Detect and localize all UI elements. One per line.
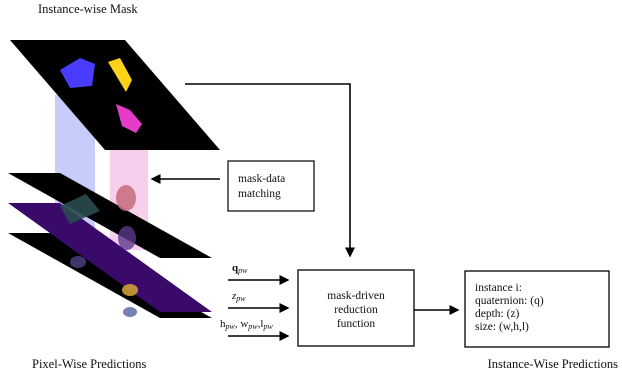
mask-region-blue (60, 58, 95, 88)
mask-data-matching-box (227, 160, 315, 212)
reduction-function-box (297, 269, 415, 347)
instance-output-box (464, 270, 610, 348)
output-line-depth: depth: (z) (475, 308, 520, 320)
reduction-line2: reduction (334, 304, 378, 316)
instance-wise-caption: Instance-Wise Predictions (488, 357, 618, 371)
output-line-instance: instance i: (475, 282, 522, 294)
prediction-blob-navy (123, 307, 137, 317)
mask-region-yellow (108, 58, 132, 92)
prediction-blob-teal (60, 194, 100, 224)
prediction-blob-pink (116, 185, 136, 211)
mask-region-magenta (116, 104, 142, 133)
hwl-input-label: hpw, wpw,lpw (220, 318, 273, 331)
pixel-wise-caption: Pixel-Wise Predictions (32, 357, 147, 371)
prediction-layer-purple (8, 203, 212, 312)
prediction-layer-top (8, 173, 212, 258)
reduction-line3: function (337, 318, 376, 330)
mask-data-matching-line2: matching (238, 188, 281, 200)
prediction-blob-violet (118, 226, 136, 250)
q-input-label: qpw (232, 262, 248, 275)
reduction-line1: mask-driven (327, 290, 385, 302)
prediction-blob-gold (122, 284, 138, 296)
output-line-quaternion: quaternion: (q) (475, 295, 544, 307)
mask-data-matching-line1: mask-data (238, 173, 285, 185)
z-input-label: zpw (231, 290, 246, 303)
output-line-size: size: (w,h,l) (475, 321, 529, 333)
instance-mask-plane (10, 40, 220, 150)
instance-mask-caption: Instance-wise Mask (38, 2, 138, 16)
prediction-blob-blue (70, 256, 86, 268)
mask-to-reduction-arrow (185, 83, 355, 258)
